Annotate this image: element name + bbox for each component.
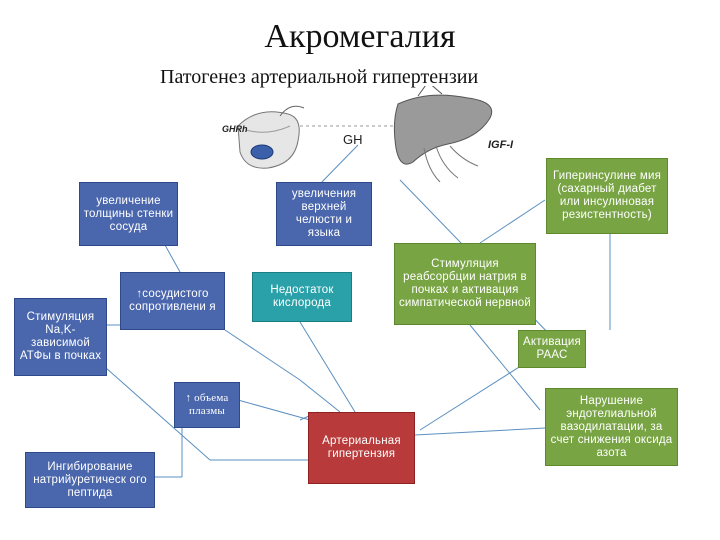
- igf-label: IGF-I: [488, 139, 514, 151]
- box-plasma-volume: ↑ объема плазмы: [174, 382, 240, 428]
- ghrh-label: GHRh: [222, 124, 248, 134]
- box-vessel-wall-text: увеличение толщины стенки сосуда: [83, 194, 174, 233]
- box-jaw-tongue: увеличения верхней челюсти и языка: [276, 182, 372, 246]
- box-vascular-resistance: ↑сосудистого сопротивлени я: [120, 272, 225, 330]
- box-arterial-hypertension-text: Артериальная гипертензия: [322, 435, 401, 460]
- box-hyperinsulinemia-text: Гиперинсулине мия (сахарный диабет или и…: [552, 170, 662, 221]
- box-raas-activation: Активация РААС: [518, 330, 586, 368]
- box-jaw-tongue-text: увеличения верхней челюсти и языка: [291, 188, 357, 239]
- page-subtitle: Патогенез артериальной гипертензии: [160, 66, 479, 88]
- box-natriuretic-inhibition-text: Ингибирование натрийуретическ ого пептид…: [33, 460, 147, 499]
- pituitary-icon: [237, 105, 305, 169]
- box-oxygen-deficit-text: Недостаток кислорода: [270, 284, 334, 309]
- box-vascular-resistance-text: ↑сосудистого сопротивлени я: [129, 288, 216, 313]
- box-na-k-atpase-text: Стимуляция Na,K-зависимой АТФы в почках: [19, 311, 102, 362]
- gh-label: GH: [343, 132, 363, 147]
- page-title: Акромегалия: [264, 18, 456, 55]
- box-raas-activation-text: Активация РААС: [523, 336, 581, 361]
- box-hyperinsulinemia: Гиперинсулине мия (сахарный диабет или и…: [546, 158, 668, 234]
- box-vessel-wall: увеличение толщины стенки сосуда: [79, 182, 178, 246]
- box-endothelial-dysfunction-text: Нарушение эндотелиальной вазодилатации, …: [550, 394, 673, 459]
- box-natriuretic-inhibition: Ингибирование натрийуретическ ого пептид…: [25, 452, 155, 508]
- anatomy-illustration: [237, 86, 493, 183]
- box-arterial-hypertension: Артериальная гипертензия: [308, 412, 415, 484]
- box-oxygen-deficit: Недостаток кислорода: [252, 272, 352, 322]
- liver-icon: [393, 86, 493, 183]
- box-endothelial-dysfunction: Нарушение эндотелиальной вазодилатации, …: [545, 388, 678, 466]
- box-plasma-volume-text: ↑ объема плазмы: [185, 392, 229, 417]
- box-sodium-reabsorption-text: Стимуляция реабсорбции натрия в почках и…: [398, 258, 532, 309]
- box-na-k-atpase: Стимуляция Na,K-зависимой АТФы в почках: [14, 298, 107, 376]
- box-sodium-reabsorption: Стимуляция реабсорбции натрия в почках и…: [394, 243, 536, 325]
